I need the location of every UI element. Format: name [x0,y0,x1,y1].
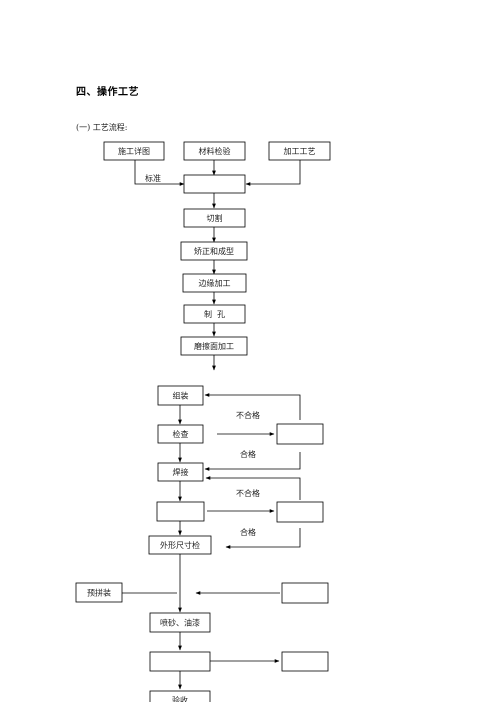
node-welding: 焊接 [157,462,204,482]
node-pre-assembly: 预拼装 [75,582,123,603]
edge-label-reject-1: 不合格 [236,410,260,420]
node-drawings: 施工详图 [103,141,165,161]
node-straighten: 矫正和成型 [180,241,248,261]
node-weld-reject [276,501,324,523]
node-material-check: 材料检验 [183,141,246,161]
node-side-box [281,582,329,604]
node-dimension-check-label: 外形尺寸检 [160,540,200,550]
node-assembly: 组装 [157,385,204,406]
edge-craft-merge [245,160,301,186]
node-painting-label: 喷砂、油漆 [160,618,200,628]
edge-pass-to-dimension [225,528,301,549]
node-cutting-label: 切割 [207,213,223,223]
node-material-check-label: 材料检验 [199,146,231,156]
node-dimension-check: 外形尺寸检 [148,535,212,555]
node-edge-machining-label: 边缘加工 [199,278,231,288]
node-acceptance: 验收 [149,690,211,702]
node-weld-check [156,501,205,522]
node-straighten-label: 矫正和成型 [194,246,234,256]
node-drawings-label: 施工详图 [118,146,150,156]
node-final-box [149,651,211,672]
node-painting: 喷砂、油漆 [149,612,211,633]
edge-reject-back-welding [205,476,301,500]
flow-edges [122,160,301,690]
node-friction-surface: 磨擦面加工 [180,336,248,356]
node-edge-machining: 边缘加工 [182,273,247,293]
edge-label-pass-2: 合格 [240,527,256,537]
edge-label-reject-2: 不合格 [236,488,260,498]
subsection-title: (一) 工艺流程: [76,123,128,132]
edge-reject-back-assembly [204,393,301,420]
node-inspection-label: 检查 [173,429,189,439]
node-welding-label: 焊接 [173,467,189,477]
node-inspect-reject [276,423,324,445]
node-acceptance-label: 验收 [172,695,188,702]
node-friction-surface-label: 磨擦面加工 [194,341,234,351]
node-merge [183,174,246,194]
edge-drawings-merge [134,160,185,186]
node-process-craft-label: 加工工艺 [284,146,316,156]
node-assembly-label: 组装 [173,391,189,401]
node-final-side [281,651,329,672]
node-drilling-label: 制 孔 [204,309,225,319]
node-process-craft: 加工工艺 [268,141,331,161]
node-cutting: 切割 [183,208,246,228]
section-title: 四、操作工艺 [76,87,139,98]
edge-label-pass-1: 合格 [240,449,256,459]
edge-label-standard: 标准 [145,173,161,183]
node-inspection: 检查 [157,424,204,444]
node-pre-assembly-label: 预拼装 [87,588,111,598]
edge-pass-to-welding [204,452,301,471]
node-drilling: 制 孔 [183,304,246,324]
